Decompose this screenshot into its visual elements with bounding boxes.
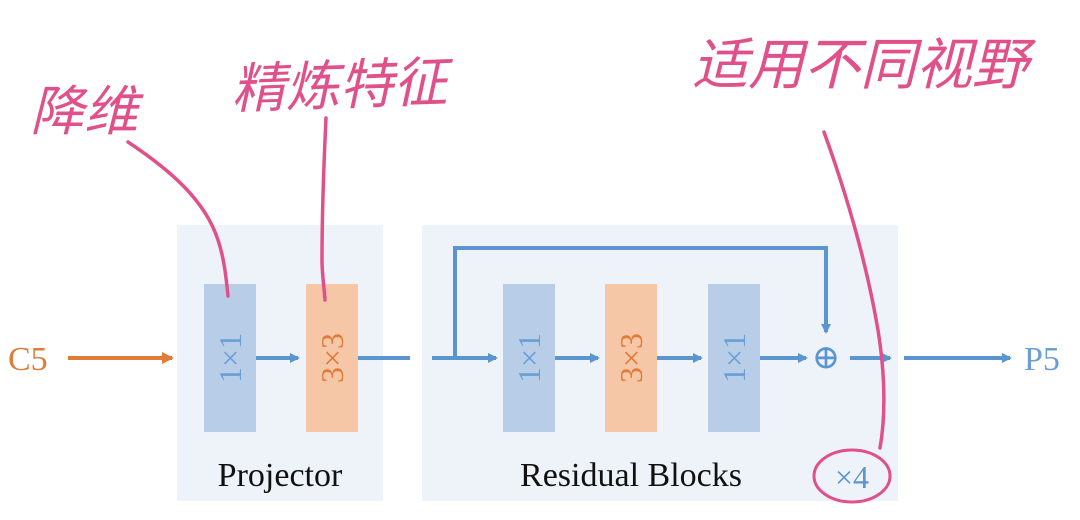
projector-layer-label-2: 3×3 — [314, 333, 350, 383]
residual-block-3 — [708, 284, 760, 432]
projector-layer-label-1: 1×1 — [212, 333, 248, 383]
input-label: C5 — [8, 341, 48, 378]
leader-adapt-fields — [822, 130, 886, 450]
leader-reduce-dim — [126, 140, 230, 298]
residual-layer-label-1: 1×1 — [511, 333, 547, 383]
projector-title: Projector — [218, 457, 343, 494]
annotation-reduce-dim: 降维 — [30, 80, 144, 143]
annotation-adapt-receptive-fields: 适用不同视野 — [692, 33, 1037, 98]
sum-symbol: ⊕ — [812, 340, 841, 377]
residual-layer-label-2: 3×3 — [613, 333, 649, 383]
projector-block-2 — [306, 284, 358, 432]
repeat-circle — [812, 448, 892, 504]
residual-block-2 — [605, 284, 657, 432]
output-label: P5 — [1024, 341, 1060, 378]
repeat-count: ×4 — [835, 459, 869, 495]
residual-layer-label-3: 1×1 — [716, 333, 752, 383]
projector-block-1 — [204, 284, 256, 432]
residual-block-1 — [503, 284, 555, 432]
annotation-refine-features: 精炼特征 — [230, 50, 455, 121]
leader-refine-features — [320, 116, 328, 302]
residual-title: Residual Blocks — [520, 457, 742, 494]
residual-panel — [422, 225, 898, 501]
skip-connection — [453, 246, 831, 358]
